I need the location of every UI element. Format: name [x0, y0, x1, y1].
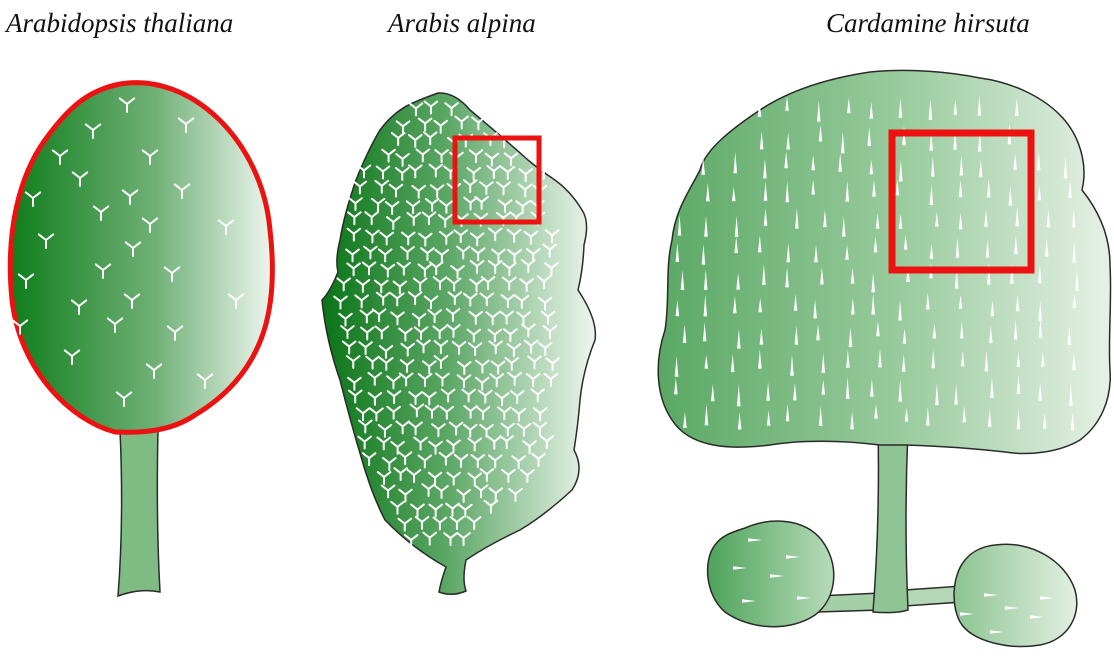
cardamine-leaflet-left	[708, 521, 834, 627]
cardamine-leaflet-right	[954, 544, 1077, 646]
cardamine-terminal-blade	[658, 70, 1110, 453]
cardamine-petiole	[873, 430, 908, 613]
cardamine-hirsuta-leaf	[658, 70, 1110, 646]
arabidopsis-blade	[10, 83, 272, 433]
arabidopsis-petiole	[118, 430, 160, 596]
arabidopsis-leaf	[10, 83, 272, 596]
arabis-alpina-leaf	[322, 93, 595, 594]
arabis-alpina-blade	[322, 93, 595, 594]
